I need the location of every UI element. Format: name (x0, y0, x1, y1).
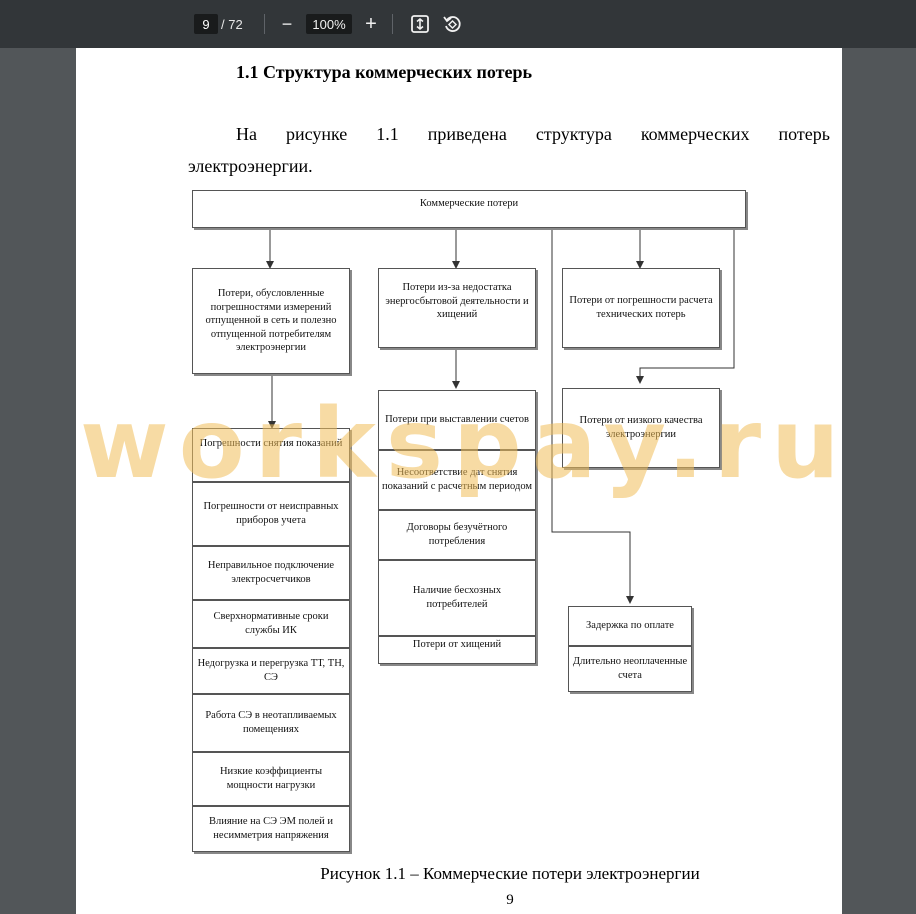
para-word: 1.1 (376, 124, 399, 144)
diagram-root-box: Коммерческие потери (192, 190, 746, 228)
page-number: 9 (506, 892, 514, 908)
document-page: 1.1 Структура коммерческих потерь На рис… (76, 48, 842, 914)
toolbar-divider (392, 14, 393, 34)
fit-page-icon[interactable] (409, 13, 431, 35)
rotate-icon[interactable] (441, 13, 463, 35)
diagram-col4-item: Задержка по оплате (568, 606, 692, 646)
zoom-level-input[interactable]: 100% (306, 14, 352, 34)
paragraph-line-1: На рисунке 1.1 приведена структура комме… (236, 124, 830, 145)
figure-caption: Рисунок 1.1 – Коммерческие потери электр… (320, 864, 700, 883)
para-word: На (236, 124, 257, 144)
pdf-toolbar: 9 / 72 − 100% + (0, 0, 916, 48)
diagram-col1-item: Погрешности снятия показаний (192, 428, 350, 482)
zoom-in-button[interactable]: + (365, 12, 377, 35)
para-word: рисунке (285, 124, 348, 144)
diagram-col1-item: Работа СЭ в неотапливаемых помещениях (192, 694, 350, 752)
page-total-label: / 72 (221, 16, 243, 32)
para-word: потерь (778, 124, 830, 144)
diagram-col1-item: Сверхнормативные сроки службы ИК (192, 600, 350, 648)
page-number-input[interactable]: 9 (194, 14, 218, 34)
diagram-col2-header: Потери из-за недостатка энергосбытовой д… (378, 268, 536, 348)
diagram-col3-box: Потери от низкого качества электроэнерги… (562, 388, 720, 468)
diagram-col2-item: Несоответствие дат снятия показаний с ра… (378, 450, 536, 510)
diagram-col1-item: Низкие коэффициенты мощности нагрузки (192, 752, 350, 806)
diagram-col1-item: Недогрузка и перегрузка ТТ, ТН, СЭ (192, 648, 350, 694)
diagram-col1-item: Погрешности от неисправных приборов учет… (192, 482, 350, 546)
diagram-col1-header: Потери, обусловленные погрешностями изме… (192, 268, 350, 374)
diagram-col3-box: Потери от погрешности расчета технически… (562, 268, 720, 348)
paragraph-line-2: электроэнергии. (188, 156, 313, 176)
zoom-out-button[interactable]: − (281, 13, 293, 34)
diagram-col1-item: Влияние на СЭ ЭМ полей и несимметрия нап… (192, 806, 350, 852)
toolbar-divider (264, 14, 265, 34)
diagram-col2-item: Потери при выставлении счетов (378, 390, 536, 450)
diagram-col1-item: Неправильное подключение электросчетчико… (192, 546, 350, 600)
diagram-col2-item: Наличие бесхозных потребителей (378, 560, 536, 636)
diagram-col2-item: Договоры безучётного потребления (378, 510, 536, 560)
section-heading: 1.1 Структура коммерческих потерь (236, 62, 533, 82)
para-word: приведена (427, 124, 507, 144)
watermark-text: workspay.ru (80, 388, 842, 500)
para-word: структура (535, 124, 612, 144)
diagram-col2-item: Потери от хищений (378, 636, 536, 664)
diagram-col4-item: Длительно неоплаченные счета (568, 646, 692, 692)
para-word: коммерческих (640, 124, 750, 144)
